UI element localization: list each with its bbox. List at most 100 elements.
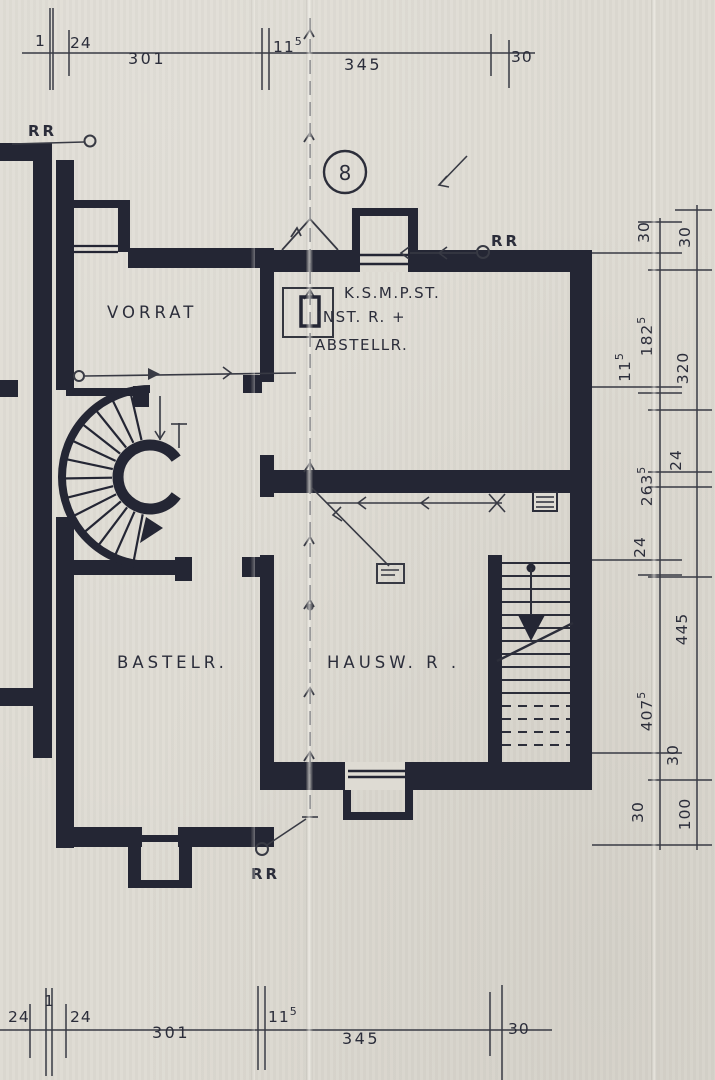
svg-text:100: 100 (676, 798, 694, 831)
dimension-chain-bottom (0, 985, 552, 1080)
svg-text:1: 1 (44, 992, 55, 1010)
door-jamb-central-upper (243, 375, 262, 393)
svg-text:24: 24 (70, 34, 92, 52)
spiral-stair-newel-ring (112, 439, 181, 515)
window-bay-left-bottom-w (128, 845, 141, 888)
svg-text:115: 115 (273, 35, 303, 56)
room-label-hauswirtschaft: HAUSW. R . (327, 653, 460, 672)
label-rr-top-right: RR (491, 232, 520, 250)
party-wall-outer-leaf (33, 150, 52, 758)
window-recess-left-top (56, 200, 130, 208)
straight-staircase (496, 491, 574, 746)
dimension-labels-right-inner: 30 1825 115 2635 24 4075 30 (613, 221, 656, 823)
svg-text:24: 24 (8, 1008, 30, 1026)
svg-text:30: 30 (676, 226, 694, 248)
window-bay-right-bottom-s (343, 812, 413, 820)
stair-hall-axis-marks (154, 396, 187, 448)
drain-run-vorrat (73, 366, 297, 382)
svg-text:301: 301 (128, 49, 166, 68)
stair-treads (502, 562, 570, 694)
label-rr-bottom: RR (251, 865, 280, 883)
floor-drain-symbol (376, 563, 405, 584)
dimension-labels-right-outer: 30 320 24 445 30 100 (664, 226, 694, 830)
svg-text:24: 24 (667, 449, 685, 471)
window-bay-right-top-w (352, 208, 360, 250)
mid-wall-right-unit (262, 470, 592, 493)
dimension-labels-top: 1 24 301 115 345 30 (35, 32, 533, 74)
door-jamb-central (242, 557, 262, 577)
svg-text:1: 1 (35, 32, 46, 50)
spiral-staircase (57, 385, 187, 569)
dimension-chain-top (22, 8, 535, 90)
window-bay-right-top-e (408, 208, 418, 250)
dimension-labels-bottom: 24 1 24 301 115 345 30 (8, 992, 530, 1048)
partition-stair-bastelraum (74, 560, 178, 575)
neighbor-wall-stub-mid (0, 380, 18, 397)
window-glazing-bar-left (142, 835, 179, 842)
right-exterior-wall (570, 250, 592, 790)
window-bay-left-bottom-s (128, 880, 192, 888)
sheet-number: 8 (339, 161, 352, 185)
room-label-ksmpst: K.S.M.P.ST. (344, 284, 440, 302)
stair-treads-hidden (502, 705, 570, 746)
svg-text:30: 30 (635, 221, 653, 243)
svg-text:320: 320 (674, 352, 692, 385)
room-label-bastelraum: BASTELR. (117, 653, 228, 672)
window-openings (74, 244, 408, 790)
room-label-abstell: ABSTELLR. (315, 336, 408, 354)
spiral-stair-treads (61, 391, 144, 564)
dimension-chain-right-outer (648, 205, 712, 850)
bottom-wall-right-unit (260, 762, 592, 790)
dimension-chain-right-inner (592, 218, 712, 850)
top-wall-left-unit (128, 248, 274, 268)
spiral-stair-outer-arc (57, 385, 151, 569)
svg-text:30: 30 (511, 48, 533, 66)
service-lines (11, 18, 506, 856)
svg-text:24: 24 (70, 1008, 92, 1026)
vent-triangle-symbol (281, 218, 339, 251)
party-wall-inner-leaf-lower (56, 517, 74, 848)
party-wall-inner-leaf-upper (56, 160, 74, 390)
rainpipe-symbol-top-right (476, 245, 490, 259)
bottom-wall-left-b (178, 827, 274, 847)
svg-text:30: 30 (629, 801, 647, 823)
neighbor-wall-stub-low (0, 688, 35, 706)
stair-break-line (496, 621, 574, 663)
window-bay-right-top-n (352, 208, 418, 216)
svg-text:445: 445 (673, 613, 691, 646)
top-wall-right-unit (260, 250, 592, 272)
spiral-stair-direction-arrow (140, 517, 163, 543)
svg-text:4075: 4075 (635, 691, 656, 732)
window-recess-left-side (118, 208, 130, 252)
central-partition-lower (260, 555, 274, 762)
svg-text:301: 301 (152, 1023, 190, 1042)
rainpipe-run-bottom (255, 818, 307, 856)
svg-text:1825: 1825 (635, 316, 656, 357)
label-rr-top-left: RR (28, 122, 57, 140)
window-bay-left-bottom-e (179, 845, 192, 888)
svg-text:24: 24 (631, 536, 649, 558)
svg-text:30: 30 (508, 1020, 530, 1038)
window-bay-right-bottom-e (405, 788, 413, 820)
axis-flow-arrows (303, 28, 315, 762)
vent-grille-symbol (532, 491, 558, 512)
svg-text:115: 115 (613, 352, 634, 382)
rainpipe-run-top-left (11, 134, 97, 148)
room-label-inst: INST. R. + (317, 308, 406, 326)
window-bay-right-bottom-w (343, 788, 351, 820)
stairwell-wall (488, 555, 502, 762)
svg-text:115: 115 (268, 1005, 298, 1026)
sheet-number-bubble: 8 (322, 149, 368, 195)
svg-text:30: 30 (664, 744, 682, 766)
svg-text:345: 345 (342, 1029, 380, 1048)
partition-vorrat-stair (66, 388, 136, 396)
stair-direction-arrow (518, 615, 545, 641)
drain-run-hausw (311, 487, 506, 584)
door-frame-bastelraum (175, 557, 192, 581)
room-label-vorrat: VORRAT (107, 303, 197, 322)
central-partition-upper (260, 268, 274, 382)
rainpipe-run-top (399, 155, 490, 260)
bottom-wall-left-a (56, 827, 142, 847)
